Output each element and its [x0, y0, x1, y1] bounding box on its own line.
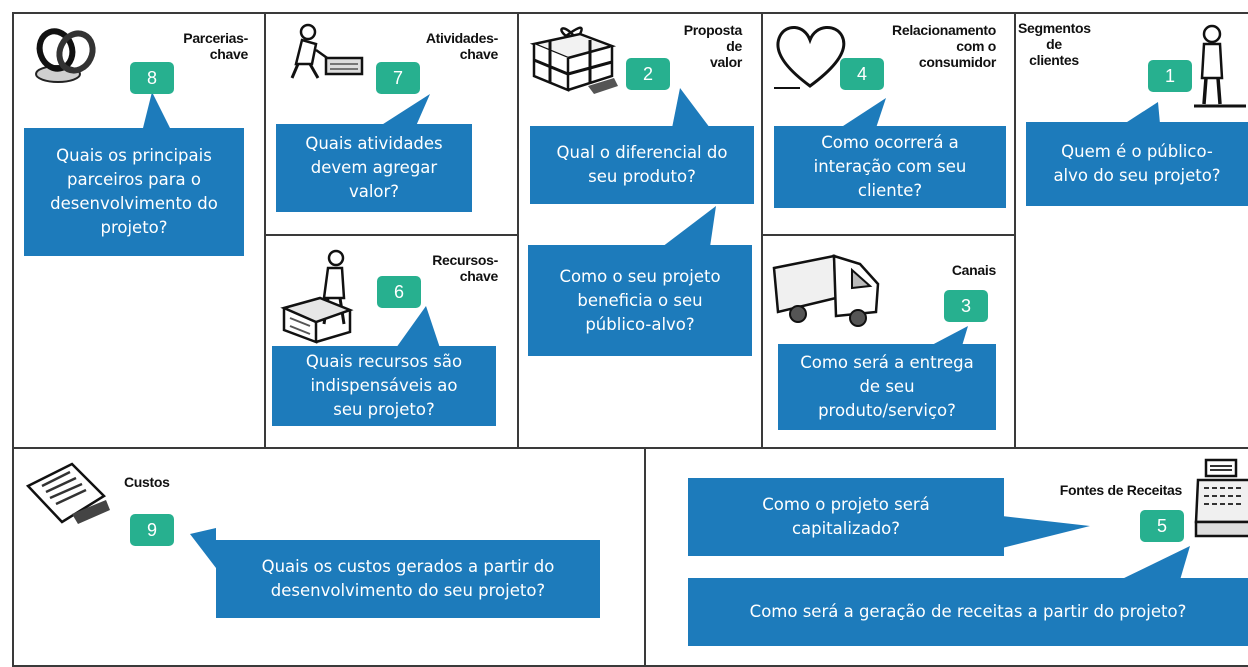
question-fontes-capitalizado: Como o projeto será capitalizado?	[688, 478, 1004, 556]
title-parcerias-chave: Parcerias- chave	[183, 30, 248, 62]
title-canais: Canais	[951, 262, 996, 278]
badge-2: 2	[626, 58, 670, 90]
badge-5: 5	[1140, 510, 1184, 542]
question-atividades-chave: Quais atividades devem agregar valor?	[276, 124, 472, 212]
question-fontes-geracao: Como será a geração de receitas a partir…	[688, 578, 1248, 646]
badge-9: 9	[130, 514, 174, 546]
gift-icon	[529, 26, 618, 94]
badge-6: 6	[377, 276, 421, 308]
question-relacionamento: Como ocorrerá a interação com seu client…	[774, 126, 1006, 208]
badge-8: 8	[130, 62, 174, 94]
title-proposta-de-valor: Proposta de valor	[683, 22, 743, 70]
title-fontes-de-receitas: Fontes de Receitas	[1059, 482, 1183, 498]
question-custos: Quais os custos gerados a partir do dese…	[216, 540, 600, 618]
cash-register-icon	[1194, 458, 1248, 538]
heart-icon	[774, 26, 846, 89]
worker-icon	[290, 23, 364, 79]
title-segmentos-de-clientes: Segmentos de clientes	[1018, 20, 1091, 68]
question-proposta-beneficio: Como o seu projeto beneficia o seu públi…	[528, 245, 752, 356]
badge-7: 7	[376, 62, 420, 94]
receipt-icon	[25, 462, 110, 524]
badge-3: 3	[944, 290, 988, 322]
truck-icon	[772, 254, 880, 327]
question-segmentos: Quem é o público- alvo do seu projeto?	[1026, 122, 1248, 206]
badge-1: 1	[1148, 60, 1192, 92]
badge-4: 4	[840, 58, 884, 90]
question-parcerias-chave: Quais os principais parceiros para o des…	[24, 128, 244, 256]
title-custos: Custos	[124, 474, 170, 490]
title-relacionamento: Relacionamento com o consumidor	[892, 22, 996, 70]
question-canais: Como será a entrega de seu produto/servi…	[778, 344, 996, 430]
rings-icon	[35, 28, 96, 83]
question-proposta-diferencial: Qual o diferencial do seu produto?	[530, 126, 754, 204]
title-recursos-chave: Recursos- chave	[432, 252, 498, 284]
person-icon	[1194, 24, 1246, 108]
workbench-icon	[280, 249, 354, 344]
question-recursos-chave: Quais recursos são indispensáveis ao seu…	[272, 346, 496, 426]
cell-segmentos-de-clientes	[1014, 12, 1248, 449]
title-atividades-chave: Atividades- chave	[425, 30, 498, 62]
